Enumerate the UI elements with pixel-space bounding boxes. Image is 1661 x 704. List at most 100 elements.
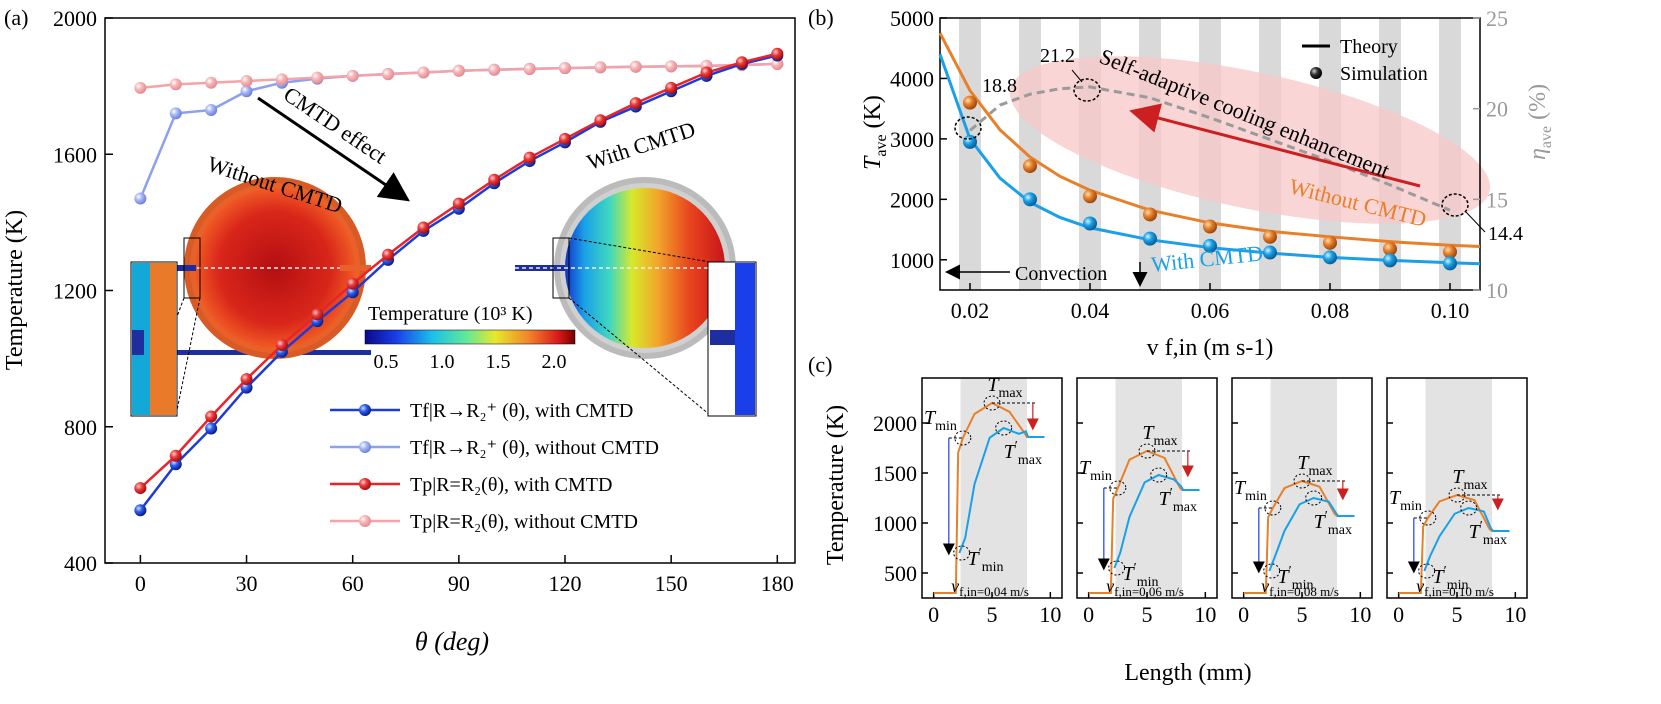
y-tick-label: 3000 <box>890 127 934 152</box>
y-tick-label: 1000 <box>873 511 917 536</box>
tmax-marker <box>983 395 1001 411</box>
shaded-region <box>1115 378 1182 598</box>
tmin-label: Tmin <box>1389 487 1422 514</box>
data-point <box>240 381 253 394</box>
x-tick-label: 0.06 <box>1191 298 1230 323</box>
x-tick-label: 90 <box>448 571 470 596</box>
y-tick-label: 2000 <box>873 411 917 436</box>
data-point <box>134 81 147 94</box>
data-point <box>559 132 571 145</box>
x-tick-label: 10 <box>1039 602 1061 627</box>
orange-profile <box>1398 493 1510 594</box>
orange-profile <box>1243 479 1355 594</box>
legend-label: Tp|R=R₂(θ), with CMTD <box>410 474 612 496</box>
y-tick-label: 4000 <box>890 66 934 91</box>
tmax-prime-marker <box>1305 490 1323 506</box>
tmax-prime-marker <box>1460 500 1478 516</box>
data-point <box>275 339 288 351</box>
data-point <box>346 69 359 82</box>
data-point <box>488 63 501 76</box>
data-point <box>735 56 748 69</box>
data-point <box>629 60 642 73</box>
x-tick-label: 10 <box>1194 602 1216 627</box>
adaptive-cooling-highlight <box>1009 56 1491 224</box>
data-point <box>169 107 182 120</box>
x-tick-label: 0 <box>928 602 939 627</box>
sim-point-without <box>1383 241 1397 256</box>
legend-marker <box>359 478 371 490</box>
data-point <box>311 308 324 321</box>
sim-point-without <box>963 95 977 110</box>
legend-simulation: Simulation <box>1340 63 1428 85</box>
x-tick-label: 0 <box>135 571 146 596</box>
tmin-prime-label: T′min <box>1123 561 1159 590</box>
annotation-start: 18.8 <box>982 75 1017 97</box>
data-point <box>771 57 784 70</box>
legend-marker <box>359 404 371 416</box>
data-point <box>134 504 147 517</box>
data-point <box>417 221 430 234</box>
data-point <box>169 458 182 471</box>
data-point <box>205 410 218 423</box>
legend-marker <box>359 515 371 527</box>
sim-point-without <box>1443 244 1457 259</box>
tmax-prime-label: T′max <box>1159 486 1197 515</box>
data-point <box>488 173 501 186</box>
x-tick-label: 0.04 <box>1071 298 1110 323</box>
panel-a-series <box>134 47 784 517</box>
data-point <box>169 78 182 91</box>
panel-b-label: (b) <box>808 5 834 30</box>
orange-profile <box>933 401 1045 594</box>
tmin-prime-label: T′min <box>968 546 1004 575</box>
series-2 <box>134 47 784 495</box>
colorbar-tick-label: 1.0 <box>430 351 455 373</box>
data-point <box>771 47 784 60</box>
annotation-end: 14.4 <box>1488 223 1523 245</box>
tmin-prime-label: T′min <box>1433 564 1469 593</box>
subplot-velocity-label: vf,in=0.06 m/s <box>1106 576 1184 599</box>
sim-point-without <box>1083 189 1097 204</box>
tmax-label: Tmax <box>1142 422 1177 449</box>
sim-point-with <box>1263 245 1277 260</box>
sim-point-with <box>1383 253 1397 268</box>
x-tick-label: 120 <box>549 571 582 596</box>
y-tick-right-label: 25 <box>1486 6 1508 31</box>
sim-point-with <box>1323 250 1337 265</box>
data-point <box>594 114 607 127</box>
x-tick-label: 0.02 <box>951 298 990 323</box>
convection-label: Convection <box>1015 263 1107 285</box>
sim-point-with <box>1203 238 1217 253</box>
y-tick-right-label: 20 <box>1486 97 1508 122</box>
data-point <box>205 422 218 435</box>
tmin-label: Tmin <box>924 407 957 434</box>
panel-b-x-axis-label: v f,in (m s-1) <box>1147 335 1274 361</box>
tmin-marker <box>1109 480 1127 496</box>
sim-point-without <box>1263 229 1277 244</box>
y-tick-label: 5000 <box>890 6 934 31</box>
y-tick-label: 2000 <box>890 187 934 212</box>
tmin-prime-marker <box>1263 563 1281 579</box>
legend-label: Tp|R=R₂(θ), without CMTD <box>410 511 638 533</box>
y-tick-label: 1600 <box>53 142 97 167</box>
tmax-label: Tmax <box>987 374 1022 401</box>
x-tick-label: 10 <box>1349 602 1371 627</box>
without-cmtd-sphere-inset <box>130 177 371 417</box>
tmax-prime-marker <box>995 420 1013 436</box>
data-point <box>311 71 324 84</box>
series-3 <box>134 57 784 94</box>
data-point <box>346 286 359 299</box>
data-point <box>382 248 395 261</box>
legend-marker <box>359 441 371 453</box>
y-tick-label: 500 <box>884 561 917 586</box>
x-tick-label: 5 <box>987 602 998 627</box>
tmin-prime-marker <box>1418 563 1436 579</box>
tmax-prime-label: T′max <box>1314 509 1352 538</box>
